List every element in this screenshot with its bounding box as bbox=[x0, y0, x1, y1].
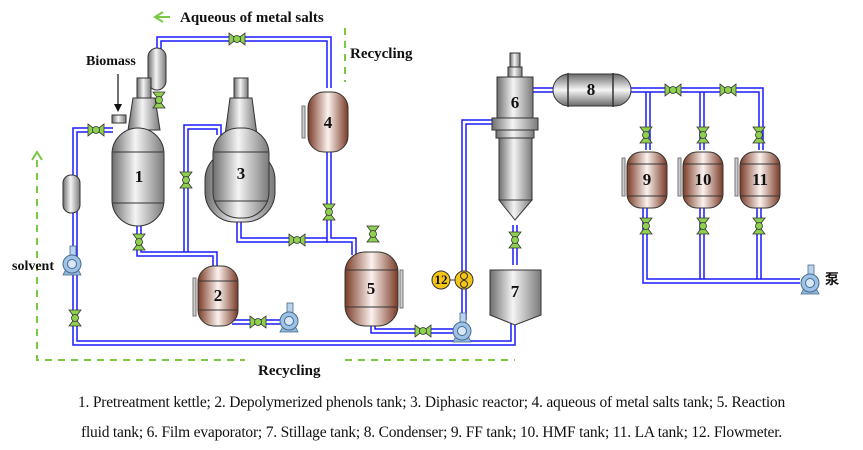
pump-icon[interactable] bbox=[279, 302, 299, 333]
equipment-9-ff-tank[interactable]: 9 bbox=[621, 151, 668, 209]
recycle-arrowhead-top bbox=[153, 11, 164, 23]
pump-icon[interactable] bbox=[800, 264, 820, 295]
caption-line-1: 1. Pretreatment kettle; 2. Depolymerized… bbox=[77, 394, 786, 411]
valve-icon[interactable] bbox=[414, 324, 432, 338]
equipment-6-film-evaporator[interactable]: 6 bbox=[491, 52, 539, 221]
equipment-4-aqueous-metal-salts-tank[interactable]: 4 bbox=[301, 91, 349, 153]
pump-icon[interactable] bbox=[62, 245, 82, 276]
svg-text:3: 3 bbox=[237, 164, 246, 183]
svg-text:4: 4 bbox=[324, 113, 333, 132]
recycle-arrows bbox=[36, 28, 515, 361]
valve-icon[interactable] bbox=[68, 309, 82, 327]
svg-text:12: 12 bbox=[435, 272, 448, 287]
feed-vessel-left bbox=[62, 174, 81, 214]
svg-text:5: 5 bbox=[367, 279, 376, 298]
valve-icon[interactable] bbox=[664, 83, 682, 97]
equipment-7-stillage-tank[interactable]: 7 bbox=[489, 269, 542, 326]
recycle-arrowhead-left bbox=[31, 150, 43, 161]
valve-icon[interactable] bbox=[639, 217, 653, 235]
valve-icon[interactable] bbox=[696, 217, 710, 235]
equipment-3-diphasic-reactor[interactable]: 3 bbox=[204, 77, 276, 223]
svg-text:1: 1 bbox=[135, 167, 144, 186]
equipment-11-la-tank[interactable]: 11 bbox=[734, 151, 781, 209]
svg-text:9: 9 bbox=[643, 170, 652, 189]
recycling-bottom-label: Recycling bbox=[258, 363, 321, 379]
valve-icon[interactable] bbox=[752, 217, 766, 235]
svg-text:10: 10 bbox=[695, 170, 712, 189]
valve-icon[interactable] bbox=[696, 126, 710, 144]
valve-icon[interactable] bbox=[288, 233, 306, 247]
recycling-top-label: Recycling bbox=[350, 46, 413, 62]
equipment-10-hmf-tank[interactable]: 10 bbox=[677, 151, 724, 209]
solvent-label: solvent bbox=[12, 259, 54, 274]
process-flow-diagram: Aqueous of metal salts Recycling Biomass… bbox=[12, 10, 839, 379]
equipment-5-reaction-fluid-tank[interactable]: 5 bbox=[344, 251, 404, 327]
equipment-12-flowmeter[interactable]: 12 bbox=[431, 270, 474, 290]
valve-icon[interactable] bbox=[366, 225, 380, 243]
valve-icon[interactable] bbox=[132, 233, 146, 251]
feed-vessel-top bbox=[147, 47, 167, 91]
valve-icon[interactable] bbox=[508, 231, 522, 249]
biomass-label: Biomass bbox=[86, 54, 136, 69]
pump-icon[interactable] bbox=[452, 312, 472, 343]
svg-text:6: 6 bbox=[511, 93, 520, 112]
biomass-inlet bbox=[111, 114, 127, 124]
equipment-2-depolymerized-phenols-tank[interactable]: 2 bbox=[192, 265, 239, 327]
valve-icon[interactable] bbox=[87, 123, 105, 137]
svg-text:11: 11 bbox=[752, 170, 768, 189]
valve-icon[interactable] bbox=[719, 83, 737, 97]
valve-icon[interactable] bbox=[179, 171, 193, 189]
caption-line-2: fluid tank; 6. Film evaporator; 7. Still… bbox=[80, 424, 783, 441]
aqueous-label: Aqueous of metal salts bbox=[180, 10, 324, 26]
biomass-arrow-icon bbox=[114, 74, 122, 112]
svg-text:8: 8 bbox=[587, 80, 596, 99]
equipment-8-condenser[interactable]: 8 bbox=[552, 73, 632, 107]
equipment-1-pretreatment-kettle[interactable]: 1 bbox=[111, 77, 165, 227]
svg-text:2: 2 bbox=[214, 286, 223, 305]
pump-cn-label: 泵 bbox=[825, 272, 839, 288]
valve-icon[interactable] bbox=[228, 32, 246, 46]
valve-icon[interactable] bbox=[322, 203, 336, 221]
svg-text:7: 7 bbox=[511, 282, 520, 301]
valve-icon[interactable] bbox=[249, 315, 267, 329]
